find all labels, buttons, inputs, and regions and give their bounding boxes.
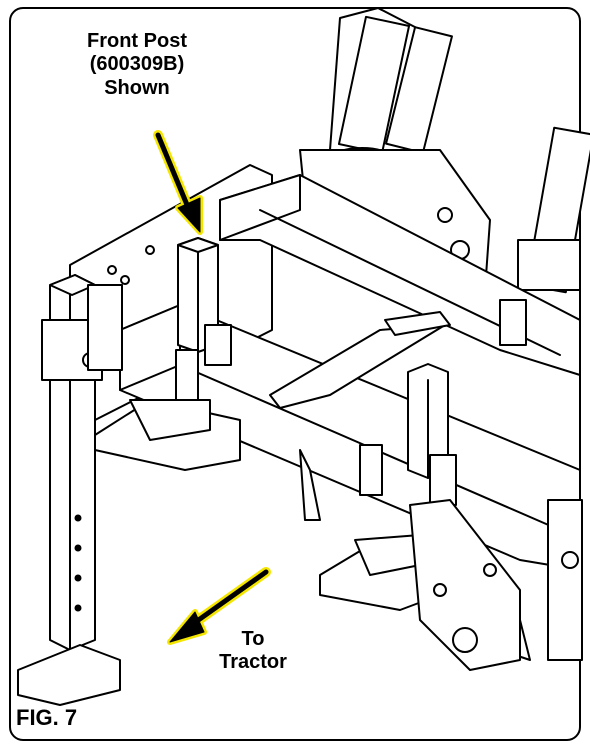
tractor-line-2: Tractor	[219, 651, 287, 674]
to-tractor-callout: To Tractor	[198, 628, 308, 675]
clamp	[499, 299, 527, 346]
right-hydraulic-cylinder	[517, 126, 590, 294]
callout-line-1: Front Post	[87, 30, 187, 52]
clamp	[429, 454, 457, 506]
clamp	[175, 349, 199, 401]
to-tractor-arrow	[167, 567, 271, 645]
hitch-bracket	[409, 499, 583, 671]
front-post-arrow	[153, 130, 203, 235]
callout-line-2: (600309B)	[89, 53, 185, 76]
shank-tip	[299, 449, 321, 521]
clamp	[204, 324, 232, 366]
callout-line-3: Shown	[104, 76, 170, 99]
cross-beam	[269, 311, 451, 409]
parking-stand	[17, 274, 123, 706]
front-post	[177, 237, 219, 353]
figure-label: FIG. 7	[16, 705, 78, 730]
tractor-line-1: To	[241, 628, 265, 650]
front-post-callout: Front Post (600309B) Shown	[62, 30, 212, 100]
clamp	[359, 444, 383, 496]
